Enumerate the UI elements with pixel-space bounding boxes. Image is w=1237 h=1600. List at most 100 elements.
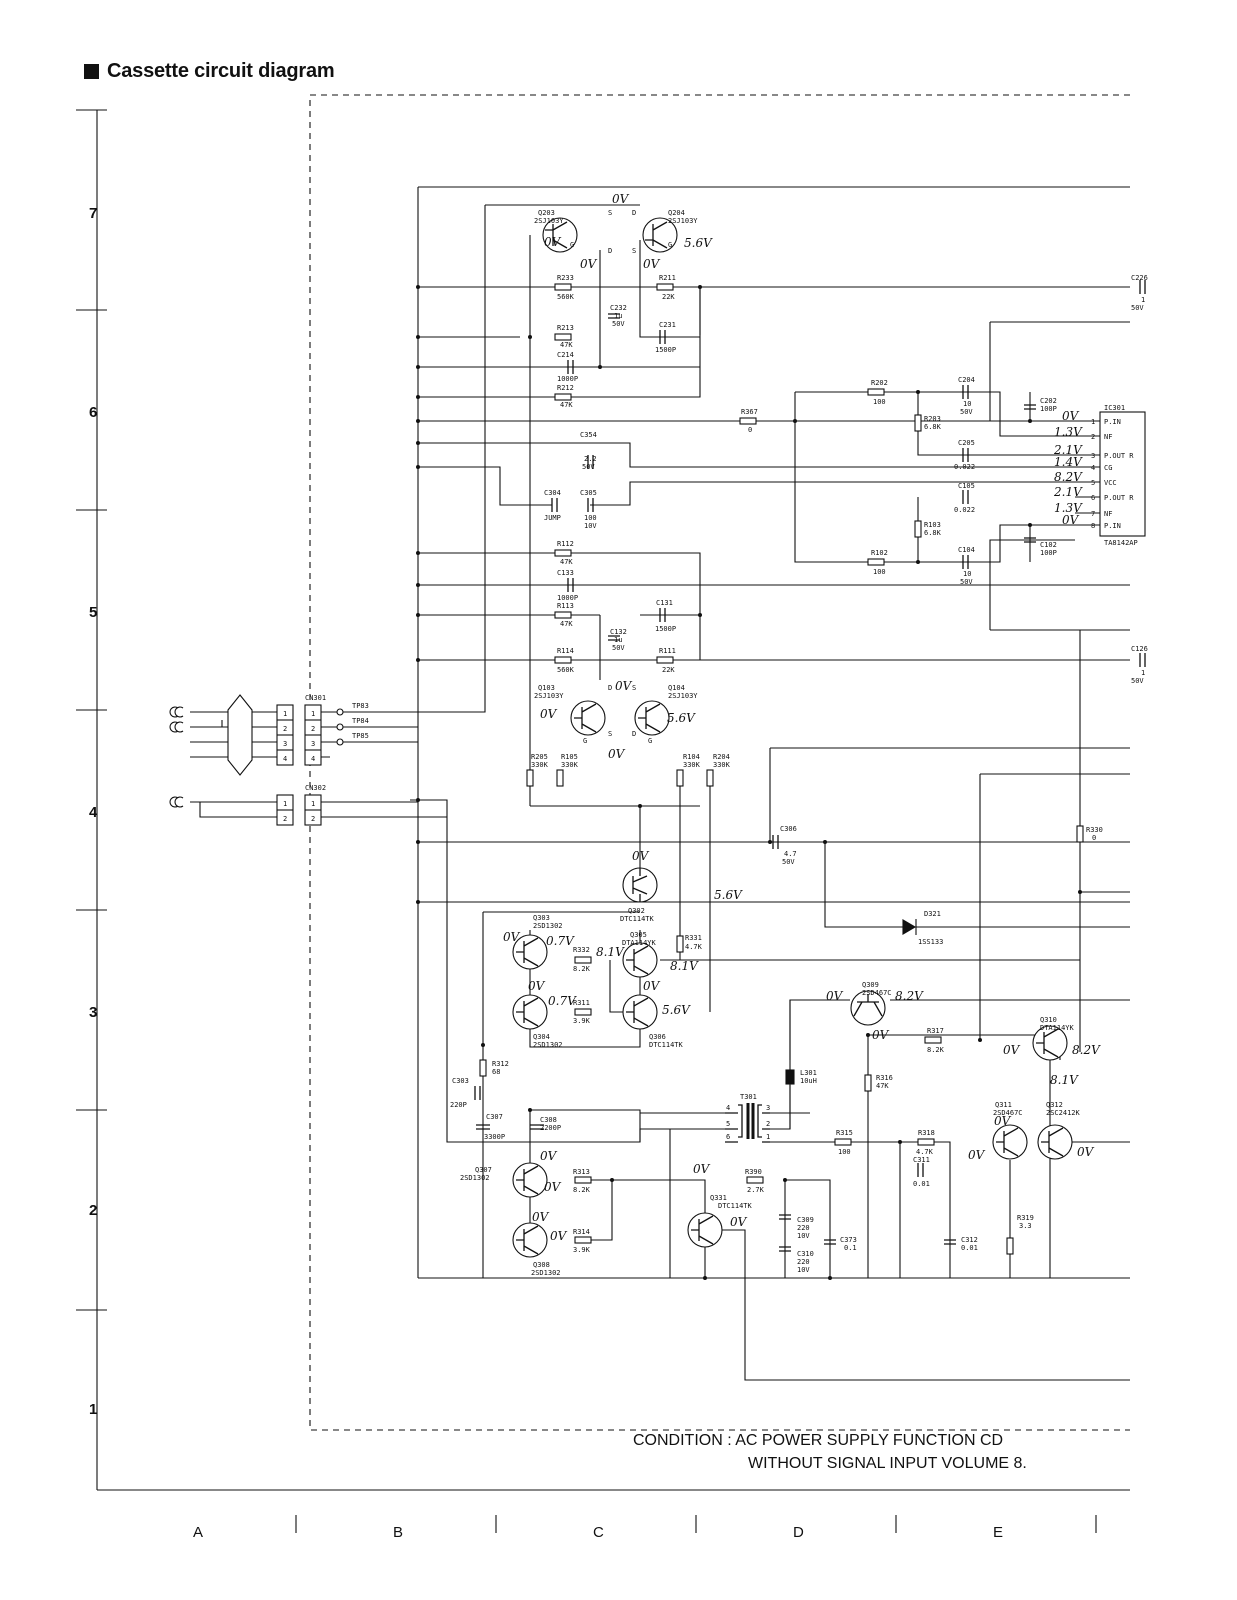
junctions [416, 285, 1082, 1280]
c132-voltage: 50V [612, 644, 625, 652]
cn302-pin: 1 [311, 800, 315, 808]
q310-part: DTA114YK [1040, 1024, 1075, 1032]
r104-value: 330K [683, 761, 701, 769]
fet-pin-label: G [583, 737, 587, 745]
q204-symbol [642, 217, 678, 253]
r316-value: 47K [876, 1082, 889, 1090]
r202-label: R202 [871, 379, 888, 387]
ic-pin-voltage: 0V [1062, 409, 1080, 423]
row-label-5: 5 [89, 604, 97, 621]
r212-label: R212 [557, 384, 574, 392]
c204-label: C204 [958, 376, 975, 384]
test-point-label: TP83 [352, 702, 369, 710]
condition-line-2: WITHOUT SIGNAL INPUT VOLUME 8. [748, 1455, 1027, 1472]
r315-label: R315 [836, 1129, 853, 1137]
c104-voltage: 50V [960, 578, 973, 586]
ic-pin-num: 1 [1091, 418, 1095, 426]
c204-voltage: 50V [960, 408, 973, 416]
r102-value: 100 [873, 568, 886, 576]
q204-part: 2SJ103Y [668, 217, 698, 225]
r332-value: 8.2K [573, 965, 591, 973]
t301-pin: 5 [726, 1120, 730, 1128]
ic-pin-name: NF [1104, 510, 1112, 518]
r213-value: 47K [560, 341, 573, 349]
q312-symbol [1037, 1124, 1073, 1160]
c126-voltage: 50V [1131, 677, 1144, 685]
t301-pin: 4 [726, 1104, 730, 1112]
test-point-label: TP84 [352, 717, 369, 725]
voltage-reading: 0V [532, 1210, 550, 1224]
condition-line-1: CONDITION : AC POWER SUPPLY FUNCTION CD [633, 1432, 1004, 1449]
row-label-6: 6 [89, 404, 97, 421]
r233-label: R233 [557, 274, 574, 282]
c307-value: 3300P [484, 1133, 505, 1141]
column-label-c: C [593, 1524, 604, 1541]
r367-value: 0 [748, 426, 752, 434]
c354-value: 2.2 [584, 455, 597, 463]
c226-value: 1 [1141, 296, 1145, 304]
q308-symbol [512, 1222, 548, 1258]
connector-cn301 [190, 694, 418, 776]
cn301-pin: 2 [311, 725, 315, 733]
r233-value: 560K [557, 293, 575, 301]
cn301-pin: 3 [311, 740, 315, 748]
ic-pin-num: 4 [1091, 464, 1095, 472]
r113-value: 47K [560, 620, 573, 628]
q303-label: Q303 [533, 914, 550, 922]
resistors [479, 283, 1084, 1255]
c373-value: 0.1 [844, 1244, 857, 1252]
q312-part: 2SC2412K [1046, 1109, 1081, 1117]
r312-label: R312 [492, 1060, 509, 1068]
c303-label: C303 [452, 1077, 469, 1085]
c232-value: 1u [614, 312, 622, 320]
q308-label: Q308 [533, 1261, 550, 1269]
r390-value: 2.7K [747, 1186, 765, 1194]
c304-value: JUMP [544, 514, 561, 522]
q308-part: 2SD1302 [531, 1269, 561, 1277]
fet-pin-label: D [632, 730, 636, 738]
q104-symbol [634, 700, 670, 736]
ic-pin-voltage: 2.1V [1053, 485, 1083, 499]
connector-cn302 [190, 794, 447, 826]
r317-value: 8.2K [927, 1046, 945, 1054]
c304-label: C304 [544, 489, 561, 497]
r317-label: R317 [927, 1027, 944, 1035]
r211-label: R211 [659, 274, 676, 282]
q305-part: DTA114YK [622, 939, 657, 947]
row-label-7: 7 [89, 205, 97, 222]
voltage-reading: 0V [528, 979, 546, 993]
c231-label: C231 [659, 321, 676, 329]
r204-label: R204 [713, 753, 730, 761]
r203-label: R203 [924, 415, 941, 423]
ic-pin-name: VCC [1104, 479, 1117, 487]
transistor-internals [516, 221, 1064, 1255]
r319-value: 3.3 [1019, 1222, 1032, 1230]
cn302-pin: 2 [311, 815, 315, 823]
voltage-reading: 0V [615, 679, 633, 693]
voltage-reading: 0V [608, 747, 626, 761]
voltage-reading: 0V [540, 707, 558, 721]
c232-voltage: 50V [612, 320, 625, 328]
r203-value: 6.8K [924, 423, 942, 431]
r213-label: R213 [557, 324, 574, 332]
voltage-reading: 0V [1003, 1043, 1021, 1057]
ic-pin-name: P.OUT R [1104, 452, 1134, 460]
ic-pin-name: NF [1104, 433, 1112, 441]
c306-voltage: 50V [782, 858, 795, 866]
q307-label: Q307 [475, 1166, 492, 1174]
q104-part: 2SJ103Y [668, 692, 698, 700]
c226-voltage: 50V [1131, 304, 1144, 312]
r114-value: 560K [557, 666, 575, 674]
ic-pin-num: 2 [1091, 433, 1095, 441]
q307-symbol [512, 1162, 548, 1198]
c354-voltage: 50V [582, 463, 595, 471]
q103-label: Q103 [538, 684, 555, 692]
t301-pin: 2 [766, 1120, 770, 1128]
c309-label: C309 [797, 1216, 814, 1224]
column-label-e: E [993, 1524, 1003, 1541]
title-bullet-icon [84, 63, 99, 79]
r202-value: 100 [873, 398, 886, 406]
q309-part: 2SD467C [862, 989, 892, 997]
frame [76, 109, 1130, 1533]
